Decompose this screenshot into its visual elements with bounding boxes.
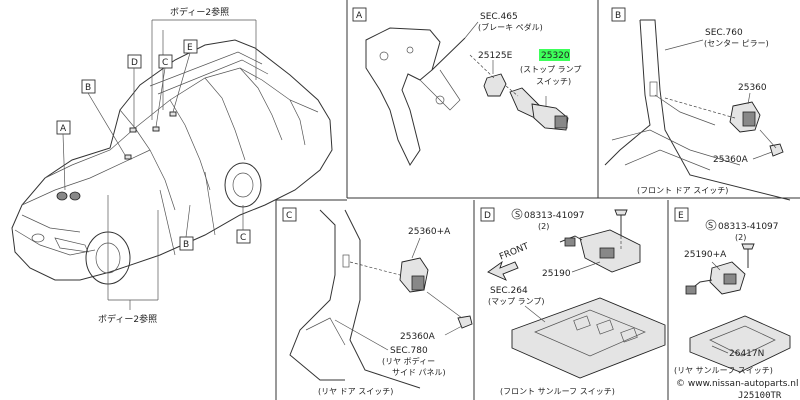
callout-c-box[interactable] bbox=[158, 54, 173, 69]
panel-d-bolt: 08313-41097 bbox=[524, 211, 585, 221]
body-ref-bottom: ボディー2参照 bbox=[98, 313, 157, 325]
callout-c2-box[interactable] bbox=[236, 229, 251, 244]
panel-b: B SEC.760 (センター ピラー) 25360 25360A (フロント … bbox=[604, 7, 791, 201]
panel-e-bolt-qty: (2) bbox=[735, 233, 746, 242]
callout-b-box[interactable] bbox=[81, 79, 96, 94]
callout-a-box[interactable] bbox=[56, 120, 71, 135]
svg-text:S: S bbox=[708, 221, 713, 230]
panel-d-front: FRONT bbox=[498, 242, 531, 263]
panel-c-caption: (リヤ ドア スイッチ) bbox=[318, 387, 393, 396]
panel-a-part2-desc1: (ストップ ランプ bbox=[520, 65, 581, 74]
panel-a: A SEC.465 (ブレーキ ペダル) 25125E 25320 (ストップ … bbox=[352, 7, 581, 167]
callout-e: E bbox=[187, 43, 193, 53]
panel-d-part1: 25190 bbox=[542, 269, 571, 279]
front-arrow-icon bbox=[487, 260, 519, 281]
watermark: © www.nissan-autoparts.nl bbox=[676, 379, 799, 389]
panel-c-part1: 25360+A bbox=[408, 227, 451, 237]
panel-a-sec-desc: (ブレーキ ペダル) bbox=[478, 22, 543, 32]
svg-text:S: S bbox=[515, 210, 520, 219]
panel-d-caption: (フロント サンルーフ スイッチ) bbox=[500, 387, 615, 396]
panel-a-sec: SEC.465 bbox=[480, 12, 518, 22]
body-ref-top: ボディー2参照 bbox=[170, 6, 229, 18]
callout-a: A bbox=[60, 124, 67, 134]
panel-b-letter: B bbox=[615, 11, 621, 21]
panel-d: D S 08313-41097 (2) FRONT 25190 SEC.264 … bbox=[480, 207, 666, 396]
panel-c-sec-desc2: サイド パネル) bbox=[392, 368, 446, 377]
callout-b: B bbox=[85, 83, 91, 93]
panel-a-part1: 25125E bbox=[478, 51, 513, 61]
panel-d-bolt-qty: (2) bbox=[538, 222, 549, 231]
panel-e-bolt: 08313-41097 bbox=[718, 222, 779, 232]
panel-c: C 25360+A 25360A SEC.780 (リヤ ボディー サイド パネ… bbox=[282, 207, 473, 396]
panel-b-part1: 25360 bbox=[738, 83, 767, 93]
panel-b-sec-desc: (センター ピラー) bbox=[704, 39, 769, 48]
highlight-25320 bbox=[539, 49, 570, 61]
panel-d-sec: SEC.264 bbox=[490, 286, 528, 296]
callout-b2: B bbox=[183, 240, 189, 250]
panel-a-letter: A bbox=[356, 11, 363, 21]
panel-a-part2-desc2: スイッチ) bbox=[536, 77, 571, 86]
panel-b-part2: 25360A bbox=[713, 155, 749, 165]
panel-b-caption: (フロント ドア スイッチ) bbox=[637, 186, 728, 195]
car-callouts: ボディー2参照 A B D C E B C ボディー2参照 bbox=[56, 6, 257, 325]
panel-e-caption: (リヤ サンルーフ スイッチ) bbox=[674, 366, 773, 375]
callout-c: C bbox=[162, 58, 168, 68]
callout-d-box[interactable] bbox=[127, 54, 142, 69]
panel-a-part2[interactable]: 25320 bbox=[541, 51, 570, 61]
panel-b-sec: SEC.760 bbox=[705, 28, 743, 38]
callout-c2: C bbox=[240, 233, 246, 243]
callout-e-box[interactable] bbox=[183, 39, 198, 54]
panel-e-letter: E bbox=[678, 211, 684, 221]
bolt-icon-d bbox=[511, 208, 523, 220]
panel-frames bbox=[275, 0, 800, 400]
panel-e-part2: 26417N bbox=[729, 349, 764, 359]
bolt-icon-e bbox=[705, 219, 717, 231]
car-overview bbox=[11, 39, 333, 285]
panel-e-part1: 25190+A bbox=[684, 250, 727, 260]
panel-e: E S 08313-41097 (2) 25190+A 26417N (リヤ サ… bbox=[674, 207, 791, 375]
panel-d-letter: D bbox=[484, 211, 491, 221]
panel-c-sec-desc1: (リヤ ボディー bbox=[382, 356, 435, 366]
diagram-code: J25100TR bbox=[738, 391, 782, 400]
callout-b2-box[interactable] bbox=[179, 236, 194, 251]
panel-c-letter: C bbox=[286, 211, 292, 221]
panel-c-part2: 25360A bbox=[400, 332, 436, 342]
panel-d-sec-desc: (マップ ランプ) bbox=[488, 297, 545, 306]
panel-c-sec: SEC.780 bbox=[390, 346, 428, 356]
callout-d: D bbox=[131, 58, 138, 68]
